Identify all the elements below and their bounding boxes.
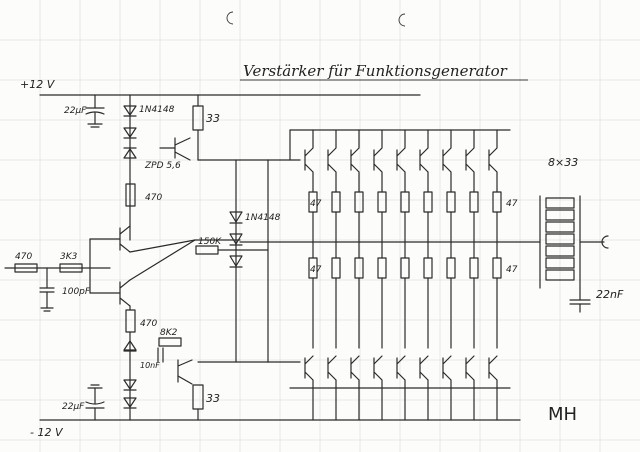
npn-driver-transistor xyxy=(177,359,193,385)
resistor-33-bottom xyxy=(192,384,204,410)
r47-label-a: 47 xyxy=(310,199,322,209)
top-decoupling-capacitor xyxy=(85,94,105,128)
resistor-33-bottom-label: 33 xyxy=(206,392,220,405)
capacitor-100p-label: 100pF xyxy=(62,287,91,297)
r47-label-c: 47 xyxy=(310,265,322,275)
resistor-470-top-label: 470 xyxy=(145,193,162,203)
diode-top-label: 1N4148 xyxy=(139,105,175,115)
resistor-150k-label: 150K xyxy=(198,237,222,247)
signature: MH xyxy=(548,404,577,425)
top-cap-label: 22µF xyxy=(64,106,87,116)
r47-label-d: 47 xyxy=(506,265,518,275)
lower-emitter-resistors xyxy=(308,241,502,349)
bias-diodes-mid xyxy=(229,159,243,363)
bias-diodes-top xyxy=(123,94,137,241)
bottom-cap-label: 22µF xyxy=(62,402,85,412)
resistor-150k xyxy=(195,245,219,255)
resistor-3k3-label: 3K3 xyxy=(60,252,78,262)
capacitor-10n-label: 10nF xyxy=(140,361,160,370)
diode-mid-label: 1N4148 xyxy=(245,213,281,223)
cross-wire-1 xyxy=(129,239,196,253)
lower-transistor-array xyxy=(304,355,498,421)
positive-supply-label: +12 V xyxy=(20,78,56,91)
resistor-8k2-label: 8K2 xyxy=(160,328,178,338)
negative-supply-label: - 12 V xyxy=(30,426,64,439)
capacitor-10n xyxy=(157,347,164,363)
output-load-resistor-bank xyxy=(539,195,581,289)
binder-hole-right xyxy=(398,13,406,27)
input-resistor-3k3 xyxy=(59,263,83,273)
output-cap-label: 22nF xyxy=(596,288,624,301)
binder-hole-left xyxy=(226,11,234,25)
input-transistor-upper xyxy=(89,225,131,253)
input-resistor-470 xyxy=(14,263,38,273)
input-transistor-lower xyxy=(89,279,131,307)
bottom-decoupling-capacitor xyxy=(85,384,105,421)
r47-label-b: 47 xyxy=(506,199,518,209)
resistor-33-top-label: 33 xyxy=(206,112,220,125)
resistor-470-bottom-label: 470 xyxy=(140,319,157,329)
output-terminal xyxy=(601,235,609,249)
bias-diodes-bottom xyxy=(123,331,137,421)
resistor-8k2 xyxy=(158,337,182,347)
zener-label: ZPD 5,6 xyxy=(144,161,181,171)
coil-label: 8×33 xyxy=(548,156,578,169)
upper-transistor-array xyxy=(304,129,498,191)
resistor-470-top xyxy=(125,183,136,207)
upper-emitter-resistors xyxy=(308,189,502,243)
output-capacitor xyxy=(569,287,591,313)
resistor-470-bottom xyxy=(125,309,136,333)
resistor-33-top xyxy=(192,105,204,131)
input-resistor-label: 470 xyxy=(15,252,32,262)
cross-wire-2 xyxy=(129,239,196,281)
input-capacitor-100p xyxy=(39,267,55,312)
pnp-driver-transistor xyxy=(159,137,191,161)
schematic-title: Verstärker für Funktionsgenerator xyxy=(243,62,508,80)
